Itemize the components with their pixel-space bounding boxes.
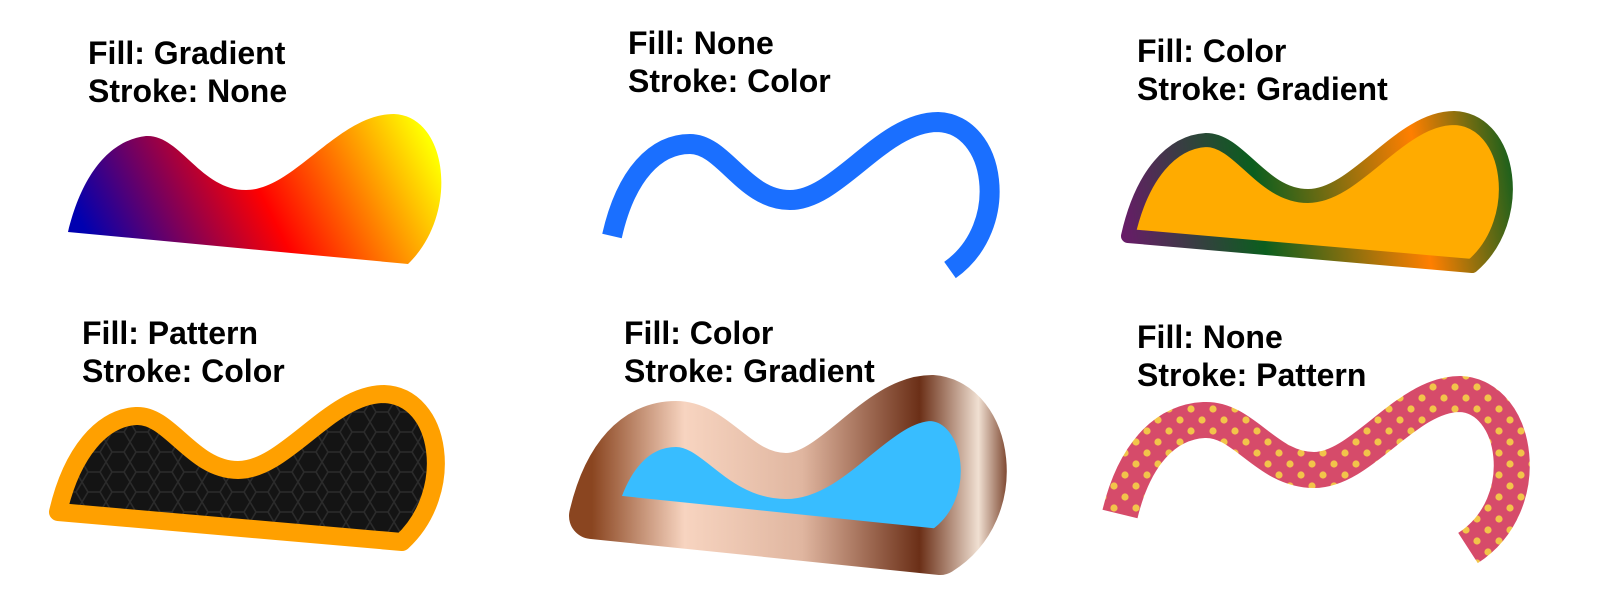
panel-3-fill-label: Fill: Color: [1137, 33, 1286, 69]
panel-4: Fill: Pattern Stroke: Color: [49, 315, 445, 551]
panel-1-shape: [68, 114, 442, 264]
panel-6-stroke-label: Stroke: Pattern: [1137, 357, 1366, 393]
panel-3: Fill: Color Stroke: Gradient: [1121, 33, 1513, 273]
panel-1-fill-label: Fill: Gradient: [88, 35, 286, 71]
panel-5: Fill: Color Stroke: Gradient: [569, 315, 1007, 575]
panel-1: Fill: Gradient Stroke: None: [68, 35, 442, 264]
panel-6: Fill: None Stroke: Pattern: [1102, 319, 1530, 564]
panel-5-fill-label: Fill: Color: [624, 315, 773, 351]
panel-2-shape: [602, 111, 1000, 279]
panel-4-stroke-label: Stroke: Color: [82, 353, 285, 389]
panel-6-shape: [1102, 375, 1530, 564]
panel-5-shape: [569, 375, 1007, 575]
panel-5-stroke-label: Stroke: Gradient: [624, 353, 875, 389]
panel-1-stroke-label: Stroke: None: [88, 73, 287, 109]
panel-2: Fill: None Stroke: Color: [602, 25, 1000, 279]
panel-2-stroke-label: Stroke: Color: [628, 63, 831, 99]
panel-6-fill-label: Fill: None: [1137, 319, 1283, 355]
panel-3-stroke-label: Stroke: Gradient: [1137, 71, 1388, 107]
panel-3-shape: [1121, 111, 1513, 273]
panel-4-fill-label: Fill: Pattern: [82, 315, 258, 351]
panel-4-shape: [49, 385, 445, 551]
panel-2-fill-label: Fill: None: [628, 25, 774, 61]
